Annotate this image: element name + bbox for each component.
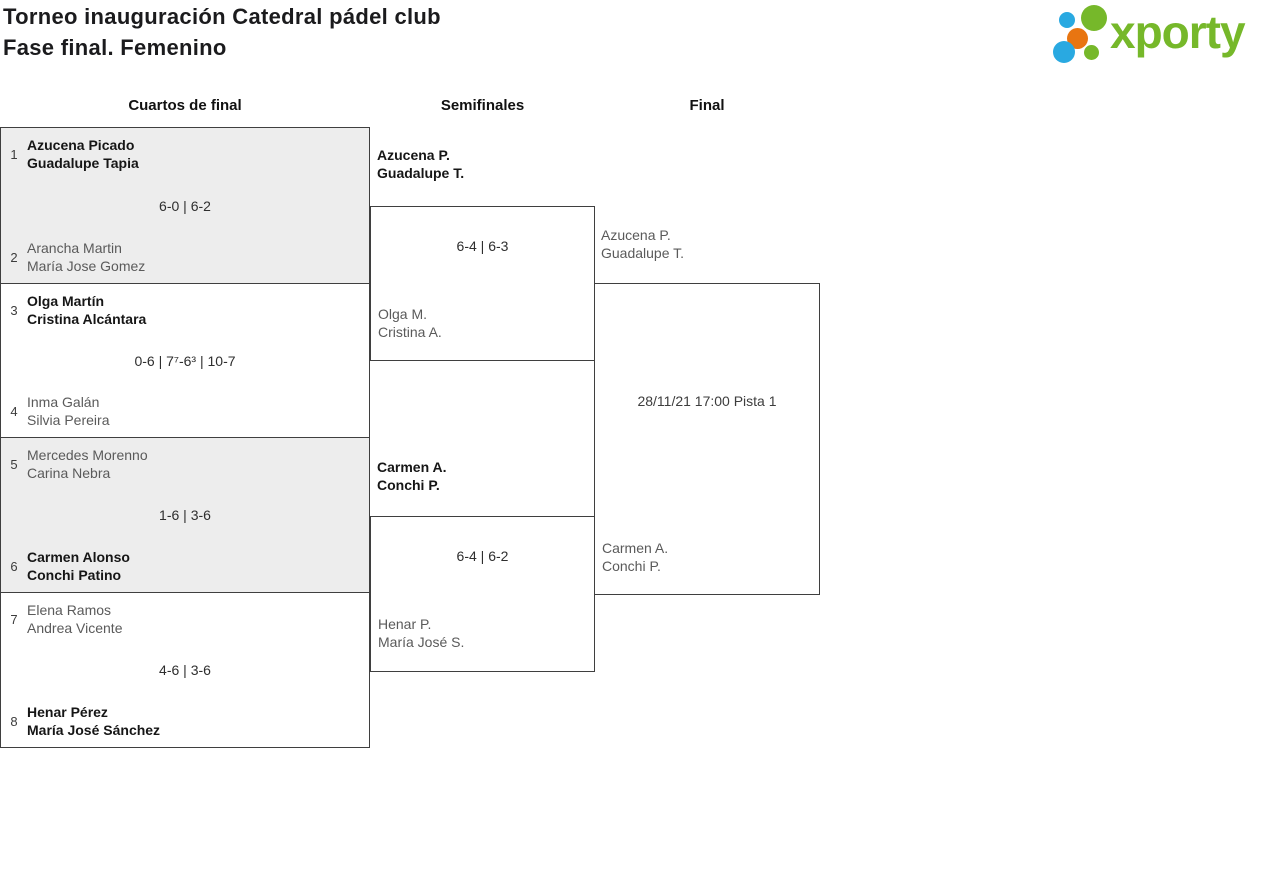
team-names-winner: Azucena Picado Guadalupe Tapia [27, 136, 139, 172]
player-name: María José Sánchez [27, 722, 161, 738]
player-name: Andrea Vicente [27, 620, 123, 636]
page-title-line1: Torneo inauguración Catedral pádel club [3, 4, 441, 29]
team-row: 5 Mercedes Morenno Carina Nebra [1, 446, 369, 482]
match-score: 6-4 | 6-2 [456, 548, 509, 564]
match-quarterfinal-1[interactable]: 1 Azucena Picado Guadalupe Tapia 6-0 | 6… [0, 127, 370, 284]
player-name: Carina Nebra [27, 465, 111, 481]
team-names-winner: Henar Pérez María José Sánchez [27, 703, 160, 739]
seed-number: 8 [10, 713, 18, 729]
player-name: Olga M. [378, 306, 428, 322]
match-score: 1-6 | 3-6 [159, 507, 211, 523]
team-row: 4 Inma Galán Silvia Pereira [1, 393, 369, 429]
round-header-semifinals: Semifinales [440, 97, 525, 114]
player-name: Olga Martín [27, 293, 105, 309]
seed-number: 4 [10, 403, 18, 419]
player-name: Arancha Martin [27, 240, 122, 256]
seed-number: 2 [10, 249, 18, 265]
team-names: Mercedes Morenno Carina Nebra [27, 446, 148, 482]
player-name: Cristina Alcántara [27, 311, 147, 327]
player-name: Inma Galán [27, 394, 100, 410]
player-name: Silvia Pereira [27, 412, 110, 428]
team-names: Arancha Martin María Jose Gomez [27, 239, 145, 275]
team-row: 7 Elena Ramos Andrea Vicente [1, 601, 369, 637]
player-name: María José S. [378, 634, 465, 650]
seed-number: 6 [10, 558, 18, 574]
player-name: Guadalupe T. [601, 245, 685, 261]
team-row: 1 Azucena Picado Guadalupe Tapia [1, 136, 369, 172]
team-names: Inma Galán Silvia Pereira [27, 393, 109, 429]
page-title-line2: Fase final. Femenino [3, 35, 227, 60]
seed-number: 7 [10, 611, 18, 627]
seed-number: 5 [10, 456, 18, 472]
semifinal-2-team-top: Carmen A. Conchi P. [377, 458, 447, 494]
player-name: Guadalupe T. [377, 165, 465, 181]
logo-wordmark: xporty [1110, 6, 1246, 58]
player-name: Azucena P. [377, 147, 450, 163]
final-team-top: Azucena P. Guadalupe T. [601, 226, 684, 262]
team-row: 3 Olga Martín Cristina Alcántara [1, 292, 369, 328]
semifinal-1-team-bottom: Olga M. Cristina A. [378, 305, 442, 341]
player-name: Conchi Patino [27, 567, 122, 583]
player-name: Conchi P. [602, 558, 661, 574]
match-score: 4-6 | 3-6 [159, 662, 211, 678]
match-semifinal-2[interactable]: 6-4 | 6-2 Henar P. María José S. [370, 516, 595, 672]
team-names: Elena Ramos Andrea Vicente [27, 601, 122, 637]
match-quarterfinal-3[interactable]: 5 Mercedes Morenno Carina Nebra 1-6 | 3-… [0, 437, 370, 593]
team-names-winner: Olga Martín Cristina Alcántara [27, 292, 146, 328]
logo-dot-blue-small-icon [1059, 12, 1075, 28]
seed-number: 1 [10, 146, 18, 162]
player-name: Cristina A. [378, 324, 442, 340]
team-row: 8 Henar Pérez María José Sánchez [1, 703, 369, 739]
player-name: Carmen Alonso [27, 549, 130, 565]
player-name: Guadalupe Tapia [27, 155, 139, 171]
match-schedule: 28/11/21 17:00 Pista 1 [637, 393, 777, 409]
match-final[interactable]: 28/11/21 17:00 Pista 1 Carmen A. Conchi … [594, 283, 820, 595]
player-name: Azucena Picado [27, 137, 135, 153]
player-name: Elena Ramos [27, 602, 112, 618]
match-semifinal-1[interactable]: 6-4 | 6-3 Olga M. Cristina A. [370, 206, 595, 361]
match-score: 6-0 | 6-2 [159, 197, 211, 214]
player-name: Mercedes Morenno [27, 447, 148, 463]
semifinal-1-team-top: Azucena P. Guadalupe T. [377, 146, 464, 182]
team-row: 6 Carmen Alonso Conchi Patino [1, 548, 369, 584]
match-quarterfinal-4[interactable]: 7 Elena Ramos Andrea Vicente 4-6 | 3-6 8… [0, 592, 370, 748]
player-name: Carmen A. [377, 459, 447, 475]
round-header-final: Final [689, 97, 725, 114]
logo-dot-green-large-icon [1081, 5, 1107, 31]
page-title: Torneo inauguración Catedral pádel club … [3, 1, 441, 63]
team-row: 2 Arancha Martin María Jose Gomez [1, 239, 369, 275]
team-names-winner: Carmen Alonso Conchi Patino [27, 548, 130, 584]
xporty-logo[interactable]: xporty [1050, 0, 1280, 70]
final-team-bottom: Carmen A. Conchi P. [602, 539, 668, 575]
player-name: María Jose Gomez [27, 258, 146, 274]
logo-dot-green-small-icon [1084, 45, 1099, 60]
round-header-quarterfinals: Cuartos de final [128, 97, 242, 114]
match-quarterfinal-2[interactable]: 3 Olga Martín Cristina Alcántara 0-6 | 7… [0, 283, 370, 438]
player-name: Henar Pérez [27, 704, 108, 720]
seed-number: 3 [10, 302, 18, 318]
match-score: 0-6 | 7⁷-6³ | 10-7 [134, 352, 236, 369]
match-score: 6-4 | 6-3 [456, 238, 509, 254]
player-name: Henar P. [378, 616, 432, 632]
semifinal-2-team-bottom: Henar P. María José S. [378, 615, 464, 651]
player-name: Azucena P. [601, 227, 671, 243]
logo-dot-blue-large-icon [1053, 41, 1075, 63]
player-name: Carmen A. [602, 540, 669, 556]
player-name: Conchi P. [377, 477, 440, 493]
